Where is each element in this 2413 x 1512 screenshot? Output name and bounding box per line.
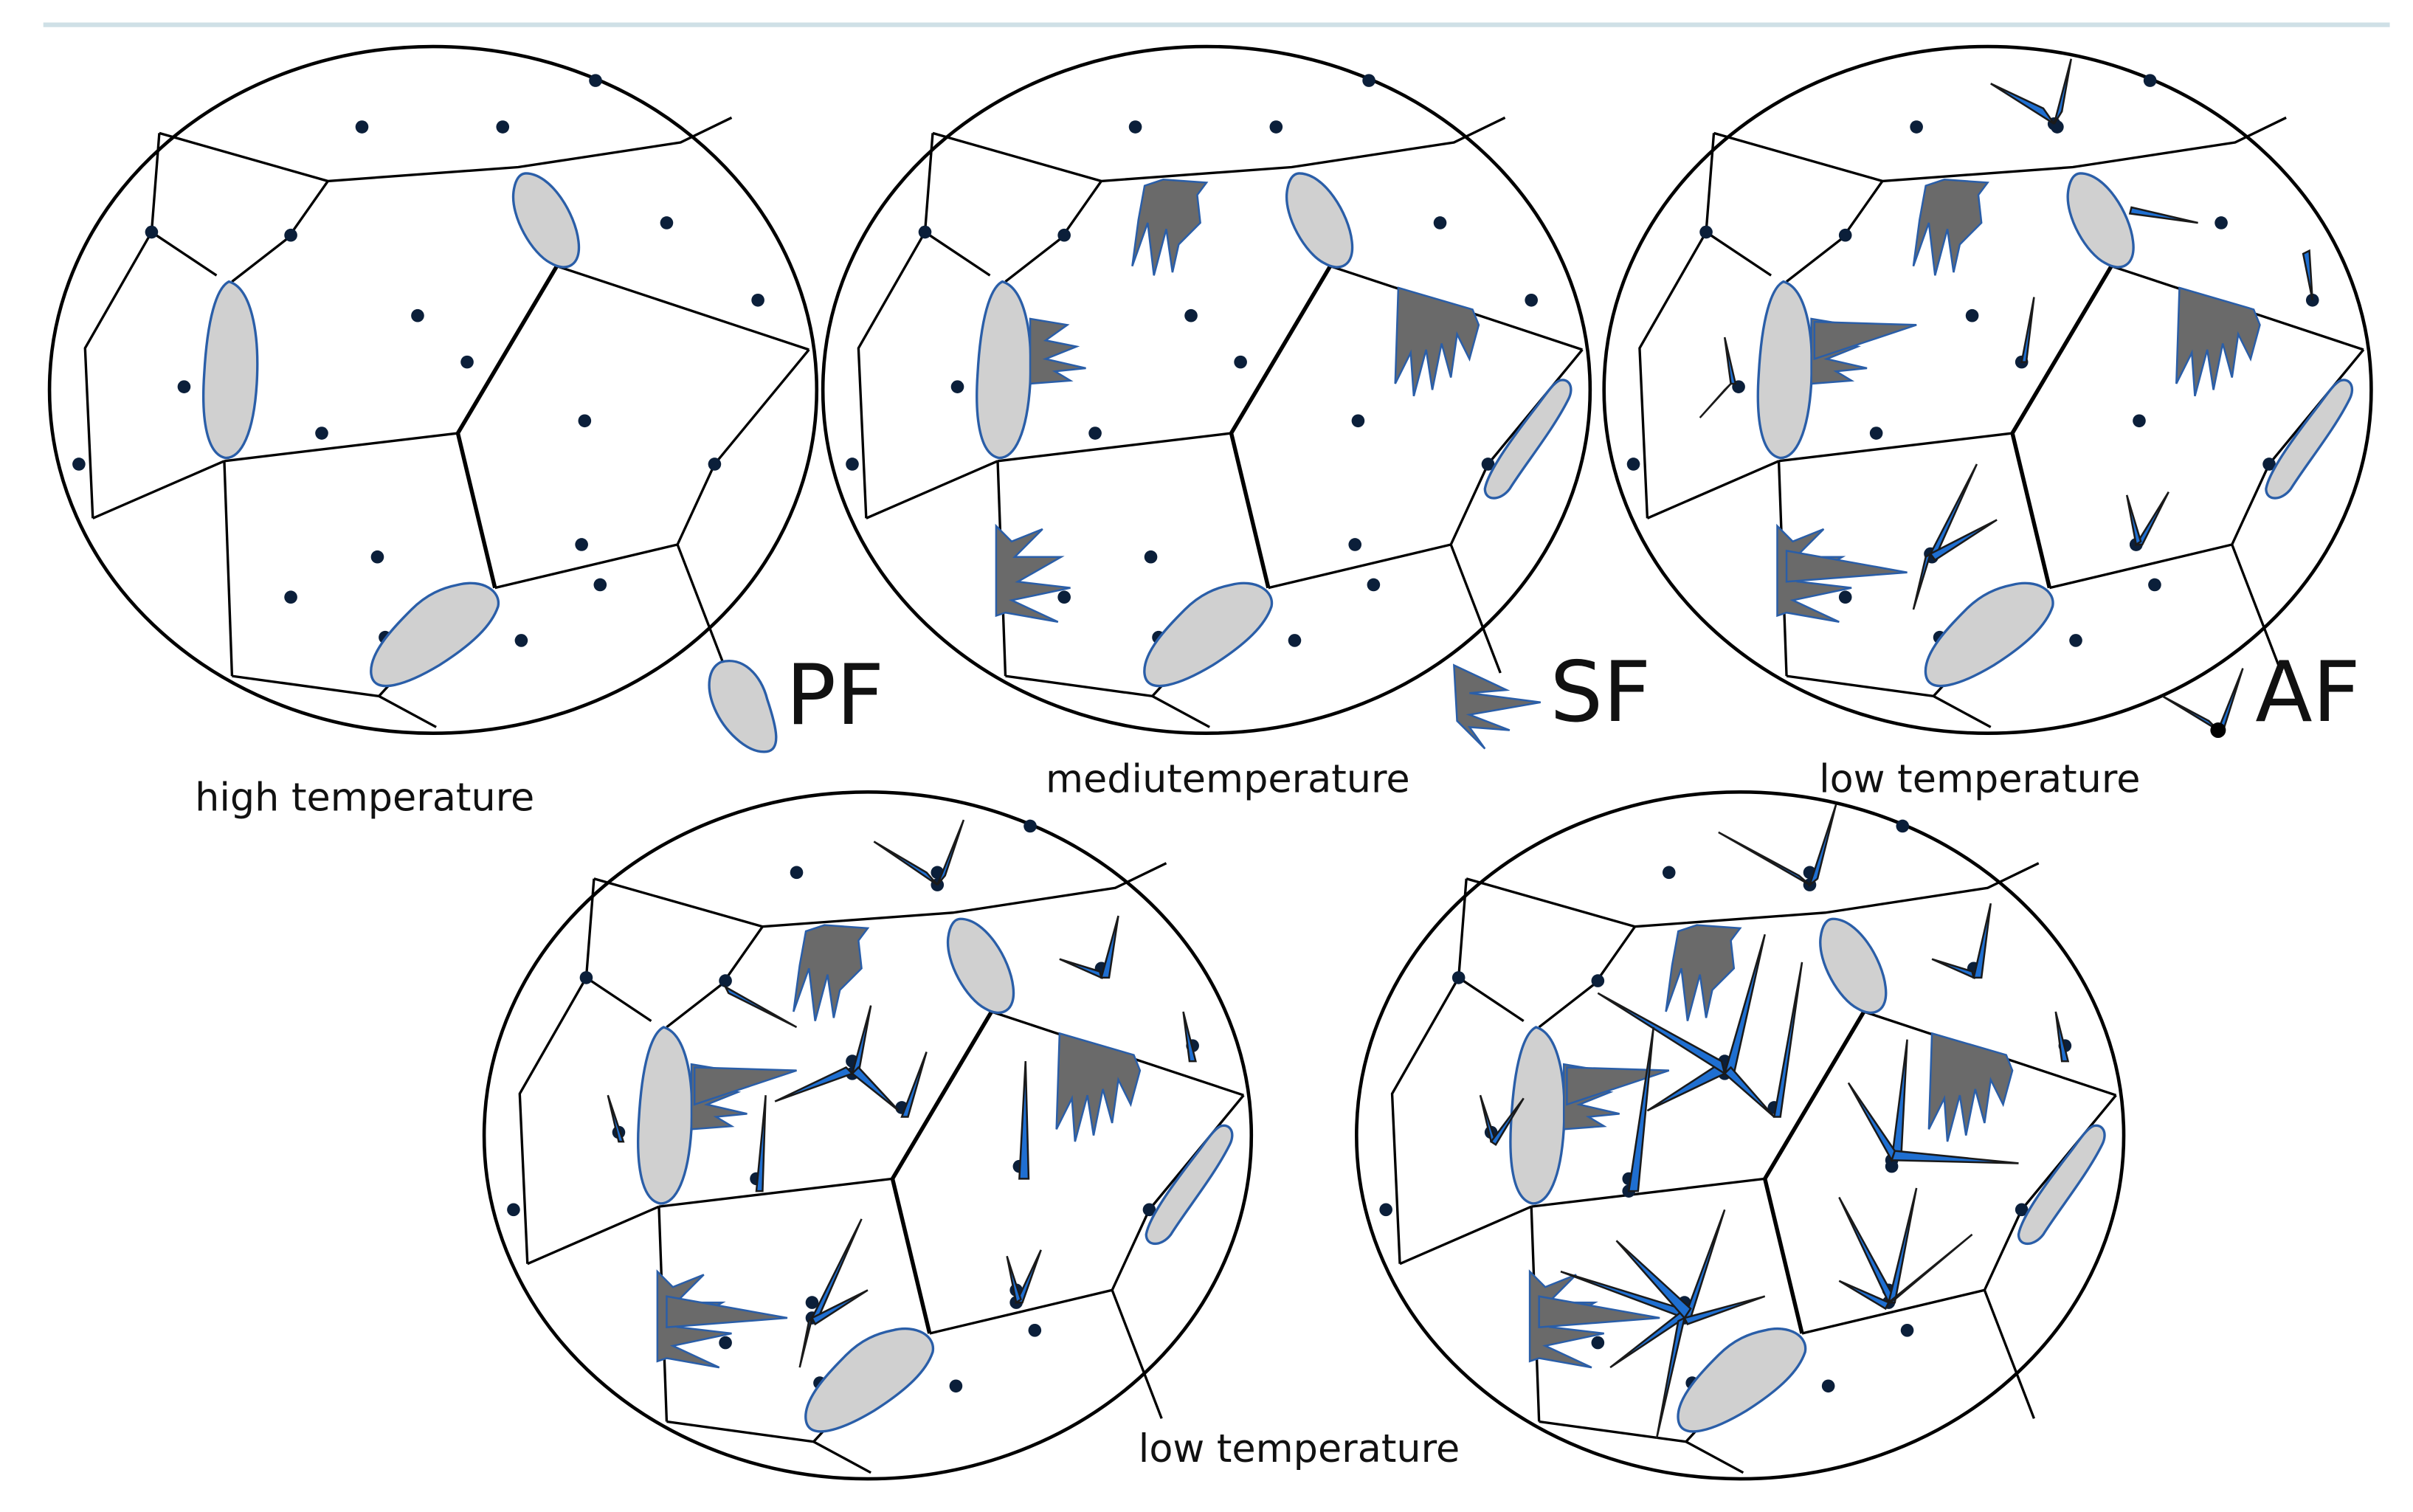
caption-high-temperature: high temperature xyxy=(195,776,534,821)
caption-low-temperature-top: low temperature xyxy=(1819,756,2140,801)
panel-high-temperature xyxy=(49,46,817,733)
legend-pf-label: PF xyxy=(786,646,884,744)
af-clusters-bottom-right xyxy=(1479,804,2070,1439)
legend-af-label: AF xyxy=(2255,643,2361,741)
legend-sf: SF xyxy=(1453,643,1651,750)
legend-pf: PF xyxy=(708,646,884,753)
legend-sf-label: SF xyxy=(1550,643,1651,741)
legend-af-swatch xyxy=(2161,695,2219,731)
panel-low-temperature-bottom-right xyxy=(1356,792,2124,1479)
panel-low-temperature-bottom-left xyxy=(484,792,1252,1479)
legend-sf-swatch xyxy=(1453,663,1541,750)
caption-medium-temperature: mediutemperature xyxy=(1046,756,1410,801)
legend-pf-swatch xyxy=(708,660,778,753)
panel-low-temperature-top xyxy=(1604,46,2372,733)
af-clusters-top xyxy=(1699,58,2314,610)
caption-low-temperature-bottom: low temperature xyxy=(1139,1426,1460,1471)
panel-medium-temperature xyxy=(823,46,1590,733)
af-clusters-bottom-left xyxy=(607,819,1197,1368)
legend-af: AF xyxy=(2161,643,2361,741)
